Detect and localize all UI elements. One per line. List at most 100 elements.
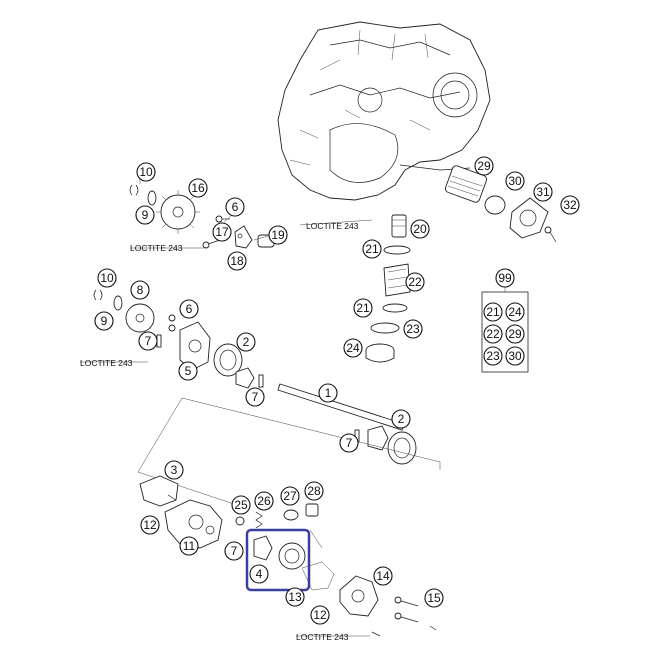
- svg-text:99: 99: [498, 271, 512, 285]
- callout-23: 23: [403, 319, 423, 339]
- callout-6: 6: [179, 299, 199, 319]
- svg-text:29: 29: [477, 159, 491, 173]
- svg-text:13: 13: [288, 590, 302, 604]
- loctite-label: LOCTITE 243: [130, 243, 183, 253]
- sprocket-8: [125, 303, 155, 333]
- callout-8: 8: [130, 280, 150, 300]
- outer-rotor-13: [278, 542, 306, 570]
- callout-18: 18: [227, 251, 247, 271]
- callout-20: 20: [410, 219, 430, 239]
- svg-text:5: 5: [185, 364, 192, 378]
- svg-text:30: 30: [508, 174, 522, 188]
- svg-text:6: 6: [186, 302, 193, 316]
- callout-21: 21: [362, 239, 382, 259]
- svg-text:27: 27: [283, 489, 297, 503]
- callout-10: 10: [136, 162, 156, 182]
- loctite-label: LOCTITE 243: [80, 358, 133, 368]
- callout-22: 22: [405, 272, 425, 292]
- gasket-13-outline: [301, 561, 335, 591]
- spring-26: [255, 511, 263, 529]
- callout-1: 1: [318, 383, 338, 403]
- svg-text:10: 10: [139, 165, 153, 179]
- kit-item-29: 29: [505, 324, 525, 344]
- svg-text:8: 8: [137, 283, 144, 297]
- screw-18: [202, 239, 221, 249]
- circlip-10a: [129, 184, 139, 196]
- oil-filter: [444, 165, 488, 203]
- callout-25: 25: [231, 495, 251, 515]
- callout-29: 29: [474, 156, 494, 176]
- svg-text:2: 2: [398, 412, 405, 426]
- callout-11: 11: [179, 536, 199, 556]
- svg-text:7: 7: [145, 334, 152, 348]
- screw-32: [544, 226, 557, 243]
- svg-text:9: 9: [101, 314, 108, 328]
- callout-2: 2: [391, 409, 411, 429]
- callout-7: 7: [138, 331, 158, 351]
- pump-shaft-1: [277, 383, 405, 431]
- washer-9a: [147, 190, 157, 206]
- inner-rotor-b: [367, 425, 389, 451]
- kit-item-30: 30: [505, 346, 525, 366]
- svg-text:3: 3: [171, 463, 178, 477]
- rotor-2a: [213, 343, 243, 377]
- svg-text:25: 25: [234, 498, 248, 512]
- callout-4: 4: [249, 564, 269, 584]
- loctite-label: LOCTITE 243: [306, 221, 359, 231]
- screws-15: [394, 596, 437, 631]
- callout-13: 13: [285, 587, 305, 607]
- inner-rotor-a: [235, 367, 255, 389]
- o-ring-23: [370, 322, 400, 334]
- svg-text:22: 22: [408, 275, 422, 289]
- callout-15: 15: [424, 588, 444, 608]
- highlight-box: [245, 528, 311, 592]
- callout-9: 9: [94, 311, 114, 331]
- svg-text:32: 32: [563, 198, 577, 212]
- svg-text:24: 24: [346, 341, 360, 355]
- screw-12a: [167, 494, 177, 501]
- pin-7a: [156, 334, 162, 348]
- kit-item-23: 23: [483, 346, 503, 366]
- loctite-label: LOCTITE 243: [296, 632, 349, 642]
- callout-31: 31: [533, 182, 553, 202]
- svg-text:1: 1: [325, 386, 332, 400]
- callout-9: 9: [135, 205, 155, 225]
- pump-cover-14: [339, 575, 379, 617]
- sprocket-16: [156, 190, 200, 234]
- svg-text:4: 4: [256, 567, 263, 581]
- svg-text:21: 21: [365, 242, 379, 256]
- callout-6: 6: [225, 197, 245, 217]
- washer-27: [283, 509, 299, 521]
- filter-cover: [509, 197, 549, 239]
- kit-item-22: 22: [483, 324, 503, 344]
- pump-housing-11: [164, 499, 223, 549]
- svg-text:29: 29: [508, 327, 522, 341]
- plug-28: [305, 503, 319, 517]
- retaining-plate-17: [234, 225, 253, 249]
- callout-32: 32: [560, 195, 580, 215]
- pump-cover-5: [179, 321, 211, 371]
- callout-12: 12: [140, 515, 160, 535]
- callout-27: 27: [280, 486, 300, 506]
- svg-text:22: 22: [486, 327, 500, 341]
- rotor-2b: [387, 431, 417, 465]
- kit-item-24: 24: [505, 302, 525, 322]
- gasket-3: [139, 475, 179, 507]
- callout-5: 5: [178, 361, 198, 381]
- svg-text:14: 14: [376, 569, 390, 583]
- svg-text:23: 23: [486, 349, 500, 363]
- svg-text:26: 26: [257, 494, 271, 508]
- pin-7b: [258, 374, 264, 388]
- svg-text:24: 24: [508, 305, 522, 319]
- screw-12b: [371, 631, 381, 637]
- o-ring-21a: [383, 245, 411, 255]
- screws-6b: [168, 314, 176, 332]
- callout-21: 21: [353, 298, 373, 318]
- svg-text:12: 12: [313, 608, 327, 622]
- oil-screen-22: [383, 263, 411, 297]
- callout-2: 2: [236, 332, 256, 352]
- callout-10: 10: [97, 268, 117, 288]
- callout-17: 17: [212, 222, 232, 242]
- svg-text:7: 7: [231, 544, 238, 558]
